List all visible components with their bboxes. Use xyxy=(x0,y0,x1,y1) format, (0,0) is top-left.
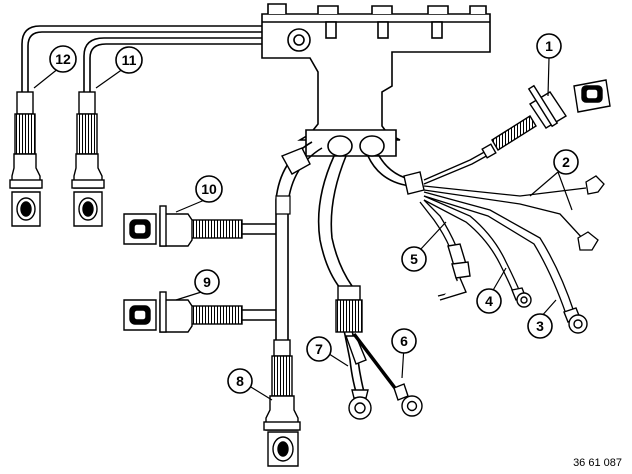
callout-1: 1 xyxy=(536,33,562,59)
callout-12: 12 xyxy=(49,45,77,73)
ground-wire-6 xyxy=(352,332,400,394)
callout-11: 11 xyxy=(115,46,143,74)
callout-10: 10 xyxy=(195,175,223,203)
callout-4: 4 xyxy=(476,288,502,314)
sensor-5 xyxy=(437,243,471,301)
ring-terminal-6 xyxy=(393,383,423,417)
callout-8-label: 8 xyxy=(236,373,244,389)
connector-10 xyxy=(123,205,243,247)
sleeve-7 xyxy=(335,285,367,365)
callout-5: 5 xyxy=(401,246,427,272)
ring-terminal-3 xyxy=(563,307,588,334)
callout-8: 8 xyxy=(227,368,253,394)
reference-code: 36 61 087 xyxy=(573,457,622,469)
connector-12 xyxy=(9,91,43,227)
callout-11-label: 11 xyxy=(122,52,137,68)
callout-6-label: 6 xyxy=(400,333,408,349)
trunk-collar xyxy=(281,147,311,175)
callout-7: 7 xyxy=(306,336,332,362)
branch-wires xyxy=(419,149,587,315)
connector-1 xyxy=(481,79,611,159)
callout-9: 9 xyxy=(194,269,220,295)
branch-sleeve xyxy=(403,171,425,195)
callout-10-label: 10 xyxy=(201,181,217,197)
callout-7-label: 7 xyxy=(315,341,323,357)
callout-2-label: 2 xyxy=(562,154,570,170)
callout-2: 2 xyxy=(553,149,579,175)
callout-5-label: 5 xyxy=(410,251,418,267)
leader-lines xyxy=(33,57,573,401)
callout-6: 6 xyxy=(391,328,417,354)
connector-8 xyxy=(263,339,301,467)
callout-3: 3 xyxy=(527,313,553,339)
callout-1-label: 1 xyxy=(545,38,553,54)
top-cables xyxy=(21,25,262,92)
callout-4-label: 4 xyxy=(485,293,493,309)
connector-9 xyxy=(123,291,243,333)
plug-2b xyxy=(577,231,599,251)
plug-2a xyxy=(585,175,605,195)
ring-terminal-7 xyxy=(348,389,372,420)
connector-11 xyxy=(71,91,105,227)
callout-9-label: 9 xyxy=(203,274,211,290)
callout-3-label: 3 xyxy=(536,318,544,334)
control-unit-bracket xyxy=(261,3,491,157)
ring-terminal-4 xyxy=(511,287,532,308)
callout-12-label: 12 xyxy=(55,51,71,67)
